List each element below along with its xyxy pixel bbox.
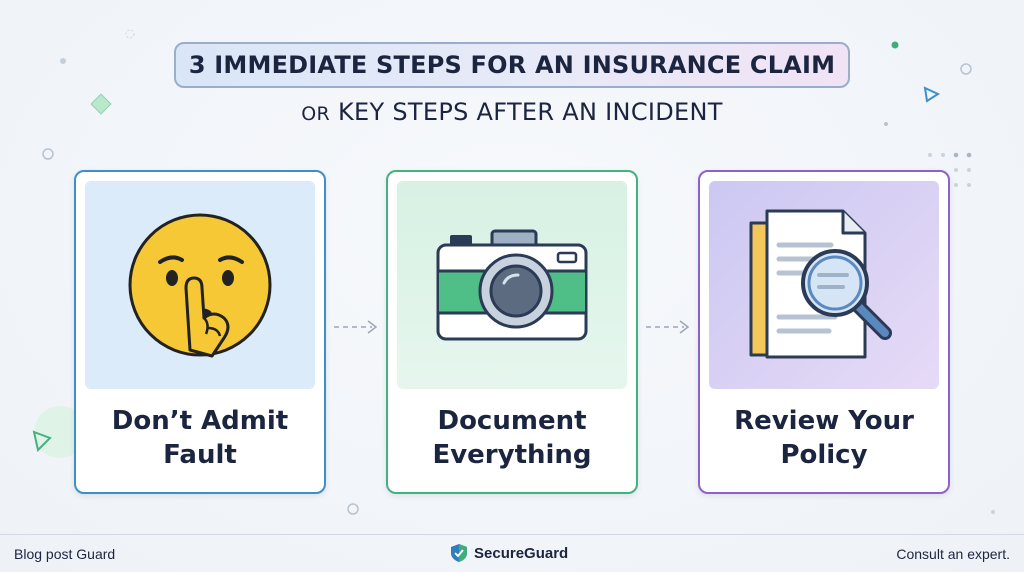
step-label-line2: Everything bbox=[432, 440, 592, 470]
subtitle-prefix: OR bbox=[301, 103, 331, 125]
step-card-dont-admit-fault: Don’t Admit Fault bbox=[74, 170, 326, 494]
page-subtitle: OR KEY STEPS AFTER AN INCIDENT bbox=[0, 98, 1024, 126]
step-card-review-your-policy: Review Your Policy bbox=[698, 170, 950, 494]
step-label-line1: Document bbox=[437, 406, 587, 436]
subtitle-text: KEY STEPS AFTER AN INCIDENT bbox=[337, 98, 723, 126]
brand-name: SecureGuard bbox=[474, 544, 569, 562]
arrow-right-icon bbox=[646, 320, 690, 334]
step-illustration bbox=[85, 181, 315, 389]
step-label-line2: Policy bbox=[780, 440, 868, 470]
shield-icon bbox=[451, 544, 467, 562]
footer-right-text: Consult an expert. bbox=[896, 546, 1010, 562]
footer-divider bbox=[0, 534, 1024, 535]
step-label-line1: Don’t Admit bbox=[111, 406, 289, 436]
step-label-line2: Fault bbox=[163, 440, 237, 470]
step-illustration bbox=[709, 181, 939, 389]
step-label: Don’t Admit Fault bbox=[76, 404, 324, 472]
step-card-document-everything: Document Everything bbox=[386, 170, 638, 494]
step-illustration bbox=[397, 181, 627, 389]
step-label: Review Your Policy bbox=[700, 404, 948, 472]
brand-logo: SecureGuard bbox=[450, 541, 568, 565]
footer-left-text: Blog post Guard bbox=[14, 546, 116, 562]
document-magnifier-icon bbox=[749, 209, 892, 359]
arrow-right-icon bbox=[334, 320, 378, 334]
page-title: 3 IMMEDIATE STEPS FOR AN INSURANCE CLAIM bbox=[174, 42, 850, 88]
step-label: Document Everything bbox=[388, 404, 636, 472]
shushing-face-icon bbox=[128, 213, 272, 358]
step-label-line1: Review Your bbox=[734, 406, 914, 436]
camera-icon bbox=[436, 229, 588, 341]
